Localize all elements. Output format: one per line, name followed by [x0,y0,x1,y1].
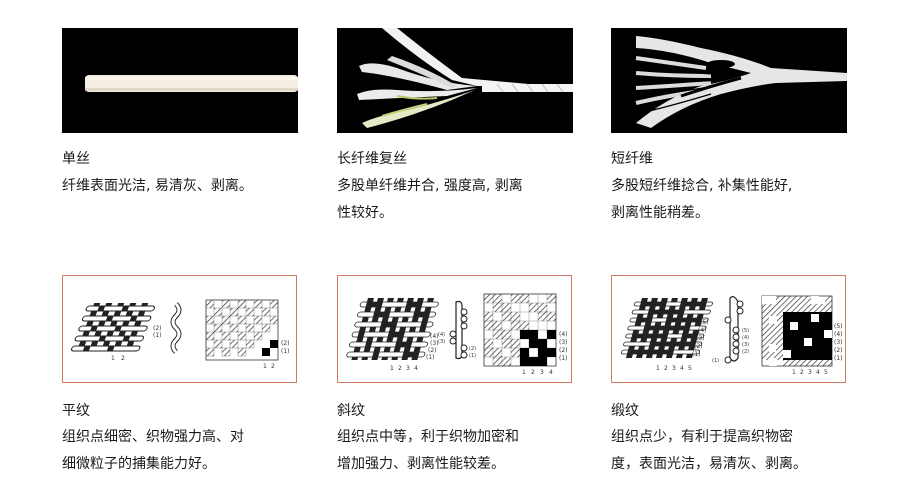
svg-text:(1): (1) [281,348,290,355]
svg-text:(1): (1) [469,353,476,359]
weave-title-twill: 斜纹 [337,403,365,419]
svg-text:(1): (1) [692,351,701,358]
svg-text:3: 3 [406,365,410,372]
svg-text:3: 3 [540,369,544,376]
weave-title-satin: 缎纹 [611,403,639,419]
svg-text:(4): (4) [698,327,707,334]
svg-text:(1): (1) [712,358,719,364]
svg-text:(2): (2) [559,347,568,354]
fiber-title-multifilament: 长纤维复丝 [337,151,407,167]
fiber-desc-multifilament: 多股单纤维并合, 强度高, 剥离 性较好。 [337,173,587,227]
svg-text:4: 4 [680,365,684,372]
svg-text:2: 2 [800,369,804,376]
svg-text:2: 2 [398,365,402,372]
desc-line: 组织点细密、织物强力高、对 [62,429,244,445]
monofilament-photo [62,28,298,133]
fiber-title-monofilament: 单丝 [62,151,90,167]
svg-text:(2): (2) [742,349,749,355]
desc-line: 性较好。 [337,205,393,221]
twill-weave-diagram: (4) (3) (2) (1) 1 2 3 4 (4) (3) (2) (1) [337,275,572,383]
desc-line: 多股单纤维并合, 强度高, 剥离 [337,178,523,194]
svg-text:(1): (1) [153,332,162,339]
weave-desc-satin: 组织点少，有利于提高织物密 度，表面光洁，易清灰、剥离。 [611,424,861,478]
svg-text:(4): (4) [559,331,568,338]
svg-text:(2): (2) [834,347,843,354]
svg-text:(2): (2) [469,346,476,352]
svg-text:1: 1 [390,365,394,372]
satin-weave-diagram: (5) (4) (3) (2) (1) 1 2 3 4 5 (5) (4) (3… [611,275,846,383]
desc-line: 纤维表面光洁, 易清灰、剥离。 [62,178,253,194]
svg-text:(2): (2) [694,343,703,350]
weave-desc-plain: 组织点细密、织物强力高、对 细微粒子的捕集能力好。 [62,424,312,478]
svg-text:(4): (4) [430,333,439,340]
fiber-desc-monofilament: 纤维表面光洁, 易清灰、剥离。 [62,173,312,200]
svg-text:(3): (3) [742,342,749,348]
desc-line: 组织点少，有利于提高织物密 [611,429,793,445]
svg-text:2: 2 [664,365,668,372]
svg-text:1: 1 [792,369,796,376]
svg-text:1: 1 [522,369,526,376]
weave-desc-twill: 组织点中等，利于织物加密和 增加强力、剥离性能较差。 [337,424,587,478]
svg-text:(2): (2) [153,325,162,332]
svg-text:(3): (3) [696,335,705,342]
svg-text:(4): (4) [834,331,843,338]
svg-text:2: 2 [271,363,275,370]
desc-line: 增加强力、剥离性能较差。 [337,456,505,472]
svg-text:1: 1 [656,365,660,372]
svg-text:(1): (1) [426,354,435,361]
desc-line: 细微粒子的捕集能力好。 [62,456,216,472]
svg-text:(5): (5) [834,323,843,330]
weave-title-plain: 平纹 [62,403,90,419]
svg-text:(1): (1) [834,355,843,362]
svg-text:(5): (5) [700,319,709,326]
svg-text:4: 4 [816,369,820,376]
svg-text:(3): (3) [430,340,439,347]
svg-text:4: 4 [414,365,418,372]
svg-text:(1): (1) [559,355,568,362]
svg-text:5: 5 [824,369,828,376]
desc-line: 多股短纤维捻合, 补集性能好, [611,178,793,194]
multifilament-photo [337,28,573,133]
svg-text:3: 3 [808,369,812,376]
desc-line: 剥离性能稍差。 [611,205,709,221]
fiber-title-staple: 短纤维 [611,151,653,167]
svg-text:4: 4 [549,369,553,376]
svg-text:1: 1 [111,355,115,362]
svg-text:(5): (5) [742,328,749,334]
svg-text:(3): (3) [559,339,568,346]
svg-text:5: 5 [688,365,692,372]
svg-text:(2): (2) [281,340,290,347]
svg-text:2: 2 [531,369,535,376]
fiber-desc-staple: 多股短纤维捻合, 补集性能好, 剥离性能稍差。 [611,173,861,227]
svg-text:2: 2 [121,355,125,362]
svg-text:(2): (2) [428,347,437,354]
svg-text:(3): (3) [834,339,843,346]
desc-line: 组织点中等，利于织物加密和 [337,429,519,445]
svg-text:1: 1 [263,363,267,370]
svg-text:(4): (4) [742,335,749,341]
plain-weave-diagram: (2) (1) 1 2 (2) (1) 1 2 [62,275,297,383]
svg-text:(4): (4) [438,332,445,338]
staple-fiber-photo [611,28,847,133]
svg-text:3: 3 [672,365,676,372]
svg-text:(3): (3) [438,339,445,345]
desc-line: 度，表面光洁，易清灰、剥离。 [611,456,807,472]
